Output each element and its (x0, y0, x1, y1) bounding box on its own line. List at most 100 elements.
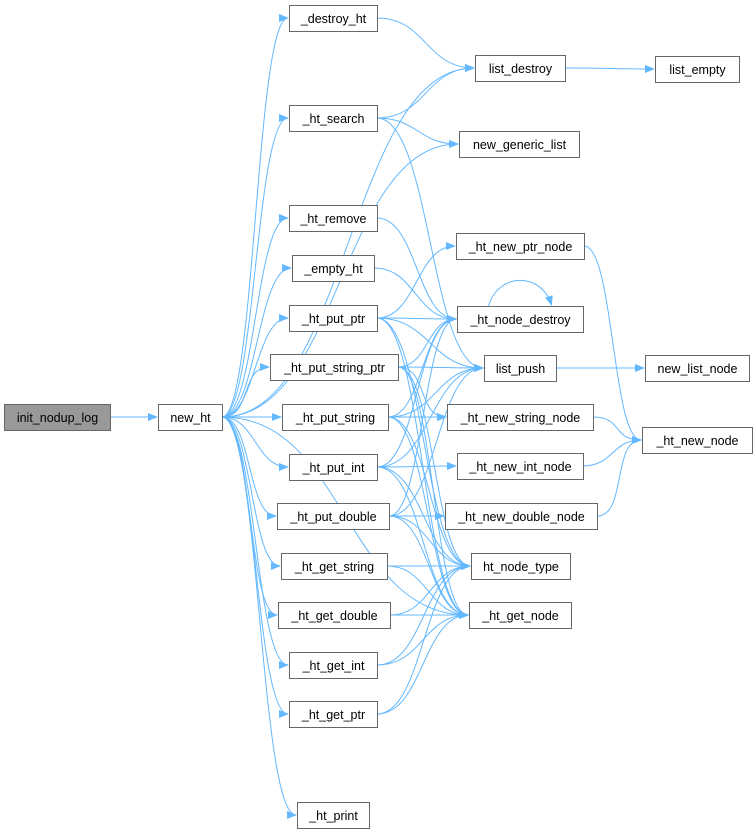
edge-ht-put-int-to-list-push (376, 364, 484, 468)
edge-ht-put-double-to-list-push (388, 364, 484, 517)
edge-path (583, 245, 642, 444)
node-ht-new-ptr-node[interactable]: _ht_new_ptr_node (456, 233, 585, 260)
edge-ht-put-ptr-to-ht-node-type (376, 317, 471, 570)
node-box (282, 404, 389, 431)
edge-path (221, 416, 277, 520)
edge-path (376, 117, 459, 148)
edge-ht-node-destroy-to-ht-node-destroy (488, 280, 553, 307)
node-ht-put-double[interactable]: _ht_put_double (277, 503, 390, 530)
node-ht-put-ptr[interactable]: _ht_put_ptr (289, 305, 378, 332)
node-list-destroy[interactable]: list_destroy (475, 55, 566, 82)
edge-path (376, 611, 469, 666)
edge-path (376, 562, 471, 666)
edge-path (373, 267, 457, 323)
node-box (457, 453, 584, 480)
node-box (270, 354, 399, 381)
node-label: _ht_put_int (302, 461, 365, 475)
edge-path (397, 366, 469, 619)
node-box (475, 55, 566, 82)
node-ht-new-double-node[interactable]: _ht_new_double_node (445, 503, 598, 530)
node-new-list-node[interactable]: new_list_node (645, 355, 750, 382)
edge-ht-get-ptr-to-ht-node-type (376, 562, 471, 715)
edge-path (388, 315, 457, 517)
node-ht-node-destroy[interactable]: _ht_node_destroy (457, 306, 584, 333)
edge-ht-search-to-list-push (376, 117, 484, 372)
node-ht-node-type[interactable]: ht_node_type (471, 553, 571, 580)
node-ht-new-int-node[interactable]: _ht_new_int_node (457, 453, 584, 480)
edge-ht-put-ptr-to-ht-new-ptr-node (376, 242, 456, 319)
edge-path (221, 416, 297, 819)
node-ht-print[interactable]: _ht_print (297, 802, 370, 829)
edge-path (488, 280, 553, 307)
edge-new-ht-to-ht-put-double (221, 416, 277, 520)
node-label: _ht_new_ptr_node (468, 240, 573, 254)
edge-ht-get-ptr-to-ht-get-node (376, 611, 469, 715)
node-ht-get-string[interactable]: _ht_get_string (281, 553, 388, 580)
node-ht-get-int[interactable]: _ht_get_int (289, 652, 378, 679)
edge-path (376, 364, 484, 468)
edge-ht-new-double-node-to-ht-new-node (596, 436, 642, 517)
edge-path (387, 416, 471, 570)
node-label: _ht_get_double (290, 609, 377, 623)
node-box (289, 305, 378, 332)
node-init-nodup-log[interactable]: init_nodup_log (4, 404, 111, 431)
edge-path (221, 214, 289, 418)
edge-ht-put-double-to-ht-node-type (388, 515, 471, 570)
node-label: list_push (496, 362, 545, 376)
edge-path (376, 314, 457, 323)
node-label: list_destroy (489, 62, 553, 76)
node-label: _ht_put_string (295, 411, 375, 425)
edge-path (221, 14, 289, 418)
edge-destroy-ht-to-list-destroy (376, 17, 475, 72)
edge-path (221, 114, 289, 418)
node-ht-new-string-node[interactable]: _ht_new_string_node (447, 404, 594, 431)
node-destroy-ht[interactable]: _destroy_ht (289, 5, 378, 32)
edge-list-destroy-to-list-empty (564, 64, 655, 73)
edge-path (388, 364, 484, 517)
node-list-push[interactable]: list_push (484, 355, 557, 382)
edge-ht-get-int-to-ht-get-node (376, 611, 469, 666)
node-ht-put-string[interactable]: _ht_put_string (282, 404, 389, 431)
node-label: _ht_new_int_node (468, 460, 571, 474)
node-ht-remove[interactable]: _ht_remove (289, 205, 378, 232)
edge-path (221, 363, 270, 418)
node-box (642, 427, 753, 454)
node-box (645, 355, 750, 382)
node-box (445, 503, 598, 530)
node-ht-get-ptr[interactable]: _ht_get_ptr (289, 701, 378, 728)
node-empty-ht[interactable]: _empty_ht (292, 255, 375, 282)
node-label: _ht_new_double_node (457, 510, 585, 524)
node-ht-new-node[interactable]: _ht_new_node (642, 427, 753, 454)
node-ht-get-node[interactable]: _ht_get_node (469, 602, 572, 629)
node-new-ht[interactable]: new_ht (158, 404, 223, 431)
node-box (289, 105, 378, 132)
edge-ht-put-string-ptr-to-ht-node-destroy (397, 315, 457, 368)
edge-new-ht-to-ht-put-string-ptr (221, 363, 270, 418)
edge-new-ht-to-ht-search (221, 114, 289, 418)
node-ht-put-string-ptr[interactable]: _ht_put_string_ptr (270, 354, 399, 381)
edge-path (376, 242, 456, 319)
node-ht-search[interactable]: _ht_search (289, 105, 378, 132)
node-box (278, 602, 391, 629)
node-label: _ht_print (308, 809, 358, 823)
node-box (457, 306, 584, 333)
node-new-generic-list[interactable]: new_generic_list (459, 131, 580, 158)
edge-path (221, 314, 289, 418)
node-label: new_generic_list (473, 138, 567, 152)
edge-ht-remove-to-ht-node-destroy (376, 217, 457, 323)
edge-path (397, 363, 484, 372)
edge-ht-put-string-to-list-push (387, 364, 484, 418)
node-label: _empty_ht (303, 262, 363, 276)
node-list-empty[interactable]: list_empty (655, 56, 740, 83)
node-box (459, 131, 580, 158)
node-ht-get-double[interactable]: _ht_get_double (278, 602, 391, 629)
edge-ht-get-string-to-ht-get-node (386, 565, 469, 619)
node-box (297, 802, 370, 829)
node-label: _destroy_ht (300, 12, 367, 26)
edge-ht-new-string-node-to-ht-new-node (592, 416, 642, 444)
edge-ht-put-double-to-ht-node-destroy (388, 315, 457, 517)
edge-path (376, 17, 475, 72)
node-ht-put-int[interactable]: _ht_put_int (289, 454, 378, 481)
edge-new-ht-to-list-destroy (221, 64, 475, 418)
